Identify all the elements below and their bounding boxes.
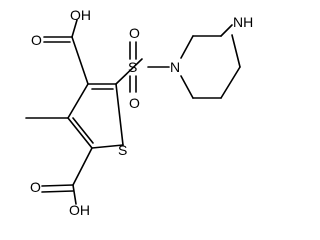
bond-bottom-carbonyl [41,184,74,187]
bond-upper-right-ring-close [231,34,241,68]
o-top-label: O [31,32,42,48]
bond-c2-s-ring [115,83,124,146]
bond-n-upper-left [180,35,194,59]
bond-lower-right-upper-right [220,66,241,99]
bond-c2-sulfonyl [115,58,143,85]
o-bottom-label: O [30,179,41,195]
bond-top-carboxyl [71,36,89,85]
bond-bottom-oh [72,184,77,205]
bond-n-lower-left [180,75,194,99]
bond-top-oh [71,19,78,38]
oh-bottom-label: OH [69,202,90,218]
structure-svg: OH O S O O N NH S O OH [25,7,253,218]
o-sulfonyl-bottom-label: O [129,95,140,111]
bond-c4-c5 [67,117,93,149]
bond-bottom-carboxyl [72,147,93,186]
nh-piperazine-label: NH [233,14,253,30]
bond-c5-s-ring [91,144,124,149]
oh-top-label: OH [70,7,91,23]
chemical-structure: OH O S O O N NH S O OH [25,7,253,218]
o-sulfonyl-top-label: O [129,25,140,41]
bond-bottom-carbonyl-double [41,190,74,193]
n-piperazine-label: N [170,59,180,75]
bond-c4-c5-double [72,117,94,144]
s-ring-label: S [118,142,127,158]
bond-c3-c4 [67,83,89,119]
bond-upper-right-nh [220,24,233,37]
s-sulfonyl-label: S [128,59,137,75]
